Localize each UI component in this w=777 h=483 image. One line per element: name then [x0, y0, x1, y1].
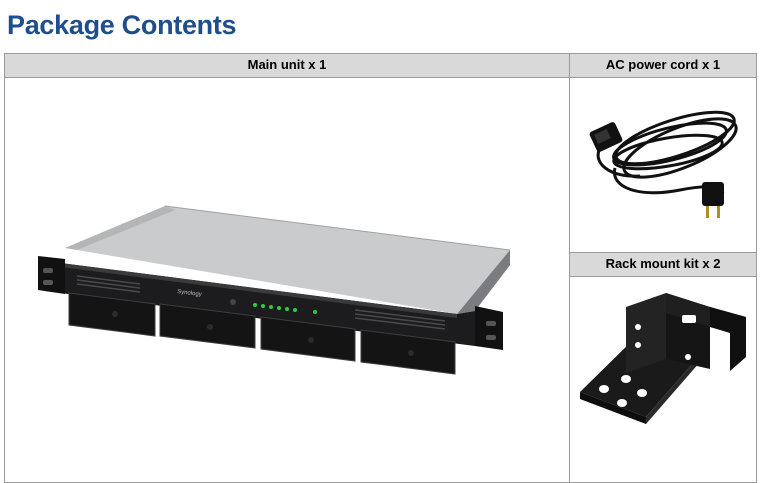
brand-logo: Synology	[177, 289, 202, 298]
main-unit-cell: Main unit x 1	[4, 53, 570, 483]
package-contents-table: Main unit x 1	[4, 53, 757, 483]
rack-kit-cell: Rack mount kit x 2	[569, 252, 757, 483]
power-cord-image	[570, 78, 756, 252]
power-cord-header: AC power cord x 1	[570, 54, 756, 78]
main-unit-image: Synology	[5, 78, 569, 478]
rack-kit-header: Rack mount kit x 2	[570, 253, 756, 277]
power-cord-cell: AC power cord x 1	[569, 53, 757, 253]
rack-kit-image	[570, 277, 756, 457]
page-title: Package Contents	[7, 10, 237, 40]
main-unit-header: Main unit x 1	[5, 54, 569, 78]
